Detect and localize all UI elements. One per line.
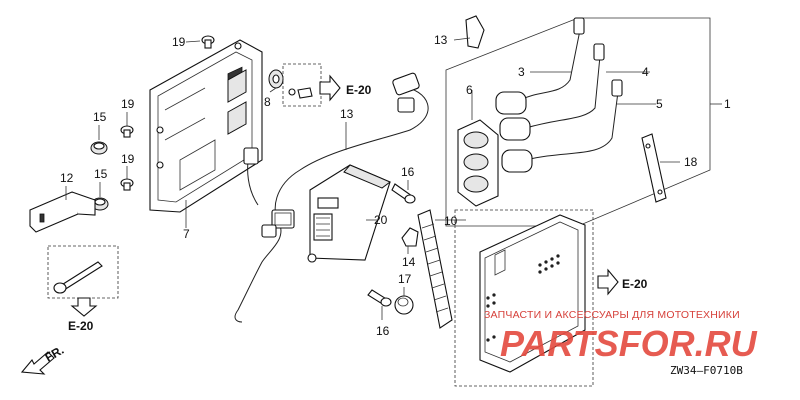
bolt-19-left-a	[120, 125, 134, 138]
cap-17	[394, 295, 414, 315]
bolt-19-left-b	[120, 178, 134, 191]
bolt-19-top	[201, 35, 215, 49]
callout-13: 13	[434, 33, 448, 47]
clip-13	[465, 15, 485, 49]
diagram-code: ZW34–F0710B	[670, 364, 743, 377]
callout-16-lower: 16	[376, 324, 390, 338]
ref-e20-bottom-left: E-20	[68, 319, 94, 333]
control-module-20	[307, 164, 391, 263]
ref-arrow-bottom-left	[70, 297, 98, 317]
cover-vent-holes	[486, 254, 560, 342]
grommet-15-b	[91, 197, 109, 211]
bolt-16-lower	[367, 289, 392, 307]
bolt-box-top	[282, 63, 322, 107]
leader-lines	[65, 37, 722, 320]
coil-4	[499, 43, 605, 141]
grommet-15-a	[90, 141, 108, 155]
callout-7: 7	[183, 227, 190, 241]
callout-19-left-a: 19	[121, 97, 135, 111]
watermark: ЗАПЧАСТИ И АКСЕССУАРЫ ДЛЯ МОТОТЕХНИКИ PA…	[484, 309, 758, 364]
callout-18: 18	[684, 155, 698, 169]
callout-14: 14	[402, 255, 416, 269]
cover-box	[454, 209, 594, 387]
coil-3	[495, 17, 585, 115]
bottom-left-bolt-group	[47, 245, 119, 299]
callout-12: 13	[340, 107, 354, 121]
callout-11: 12	[60, 171, 74, 185]
callout-15-a: 15	[93, 110, 107, 124]
callout-19-left-b: 19	[121, 152, 135, 166]
callout-4: 4	[642, 65, 649, 79]
clip-14	[401, 227, 419, 247]
callout-6: 6	[466, 83, 473, 97]
callout-labels: 19 19 19 15 15 12 7 8 13 20 16 16 17 14 …	[43, 33, 744, 377]
callout-16-upper: 16	[401, 165, 415, 179]
coil-holder-6	[457, 119, 499, 207]
ref-arrow-right	[597, 268, 619, 296]
coil-5	[501, 79, 623, 173]
callout-3: 3	[518, 65, 525, 79]
callout-17: 17	[398, 272, 412, 286]
ref-e20-right: E-20	[622, 277, 648, 291]
mounting-bracket	[149, 39, 263, 213]
watermark-text: ЗАПЧАСТИ И АКСЕССУАРЫ ДЛЯ МОТОТЕХНИКИ	[484, 309, 740, 321]
callout-19-top: 19	[172, 35, 186, 49]
bolt-16-upper	[391, 183, 416, 204]
ref-e20-top: E-20	[346, 83, 372, 97]
callout-8: 8	[264, 95, 271, 109]
callout-10: 10	[444, 214, 458, 228]
callout-20: 20	[374, 213, 388, 227]
front-direction-arrow	[20, 351, 55, 375]
wire-harness-12	[234, 72, 429, 323]
stay-bracket-11	[29, 191, 96, 233]
watermark-logo: PARTSFOR.RU	[500, 323, 758, 364]
callout-5: 5	[656, 97, 663, 111]
callout-15-b: 15	[94, 167, 108, 181]
grommet-8	[268, 69, 284, 89]
strip-10	[417, 209, 453, 329]
callout-1: 1	[724, 97, 731, 111]
bracket-18	[641, 133, 667, 203]
ref-arrow-top	[319, 74, 341, 102]
